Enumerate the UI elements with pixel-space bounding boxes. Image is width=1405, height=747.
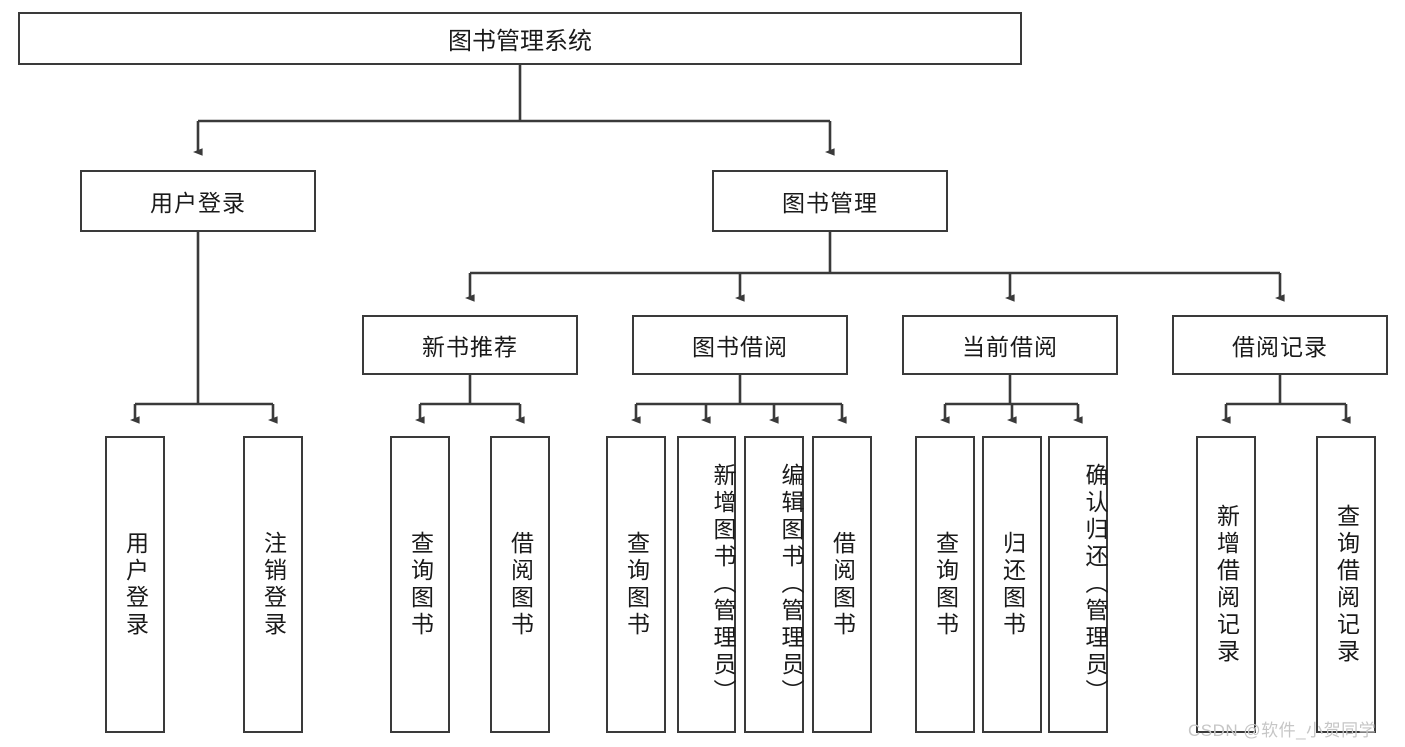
node-book-borrow[interactable]: 图书借阅 bbox=[632, 315, 848, 375]
node-new-book-recommend[interactable]: 新书推荐 bbox=[362, 315, 578, 375]
leaf-borrow-book[interactable]: 借阅图书 bbox=[812, 436, 872, 733]
node-user-login[interactable]: 用户登录 bbox=[80, 170, 316, 232]
leaf-query-book-recommend[interactable]: 查询图书 bbox=[390, 436, 450, 733]
leaf-borrow-book-recommend[interactable]: 借阅图书 bbox=[490, 436, 550, 733]
leaf-query-book-borrow[interactable]: 查询图书 bbox=[606, 436, 666, 733]
leaf-user-login[interactable]: 用户登录 bbox=[105, 436, 165, 733]
leaf-confirm-return-admin[interactable]: 确认归还（管理员） bbox=[1048, 436, 1108, 733]
node-root-system[interactable]: 图书管理系统 bbox=[18, 12, 1022, 65]
leaf-query-borrow-record[interactable]: 查询借阅记录 bbox=[1316, 436, 1376, 733]
leaf-return-book[interactable]: 归还图书 bbox=[982, 436, 1042, 733]
leaf-query-book-current[interactable]: 查询图书 bbox=[915, 436, 975, 733]
node-current-borrow[interactable]: 当前借阅 bbox=[902, 315, 1118, 375]
leaf-add-borrow-record[interactable]: 新增借阅记录 bbox=[1196, 436, 1256, 733]
csdn-watermark: CSDN @软件_小贺同学 bbox=[1188, 721, 1377, 740]
leaf-edit-book-admin[interactable]: 编辑图书（管理员） bbox=[744, 436, 804, 733]
leaf-add-book-admin[interactable]: 新增图书（管理员） bbox=[677, 436, 736, 733]
node-book-management[interactable]: 图书管理 bbox=[712, 170, 948, 232]
node-borrow-record[interactable]: 借阅记录 bbox=[1172, 315, 1388, 375]
leaf-logout-login[interactable]: 注销登录 bbox=[243, 436, 303, 733]
